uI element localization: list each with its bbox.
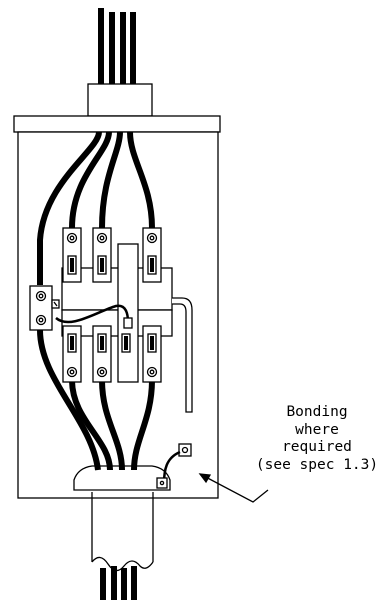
bottom-conduit-break xyxy=(91,556,154,572)
bonding-leader-arrow xyxy=(198,473,269,503)
outgoing-conductors xyxy=(100,566,137,600)
bonding-note-line-4: (see spec 1.3) xyxy=(255,456,376,473)
bonding-note-line-2: where xyxy=(295,421,339,438)
bottom-conduit xyxy=(91,492,154,562)
enclosure-cover xyxy=(13,115,221,133)
fuse-holders-top xyxy=(62,227,162,283)
bottom-conduit-hub xyxy=(73,465,171,491)
bonding-lug xyxy=(156,443,192,489)
neutral-jumper-wire xyxy=(55,304,130,324)
bonding-note-line-3: required xyxy=(282,439,352,455)
fuse-holders-bottom xyxy=(62,325,162,383)
neutral-terminal-block xyxy=(29,285,60,331)
top-conduit-hub xyxy=(87,83,153,117)
operating-handle xyxy=(172,297,193,413)
bonding-note: Bonding where required (see spec 1.3) xyxy=(255,404,376,474)
bonding-note-line-1: Bonding xyxy=(286,404,348,420)
incoming-conductors xyxy=(98,8,136,84)
internal-conductors xyxy=(37,131,155,471)
